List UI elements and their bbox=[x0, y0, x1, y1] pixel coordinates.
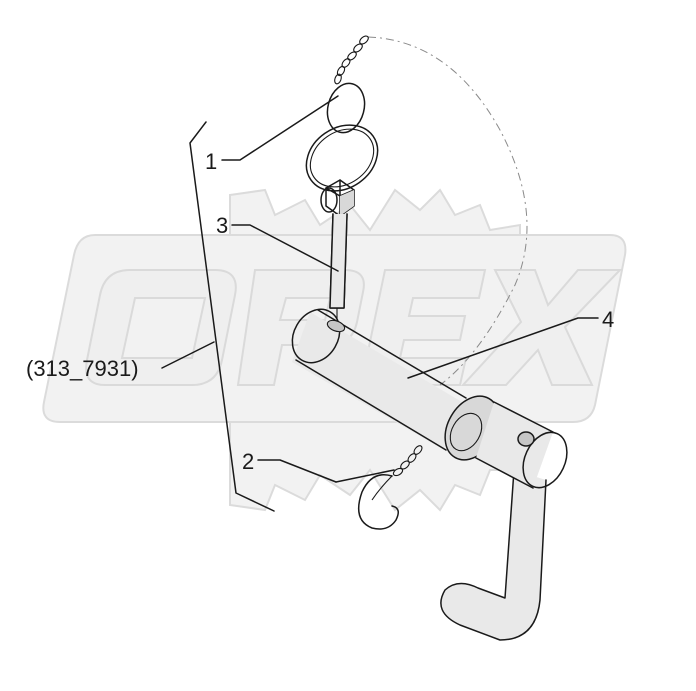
leader-lines bbox=[161, 95, 599, 483]
leader-line-ref bbox=[161, 341, 215, 369]
r-clip-icon bbox=[357, 445, 423, 530]
assembly-bracket bbox=[189, 121, 275, 512]
watermark-logo bbox=[42, 188, 627, 512]
callout-assembly-ref: (313_7931) bbox=[26, 356, 139, 381]
leader-line-4 bbox=[407, 317, 599, 379]
leader-line-1 bbox=[221, 95, 339, 161]
callout-1: 1 bbox=[205, 149, 217, 174]
hitch-pin-icon bbox=[291, 308, 568, 641]
lock-pin-icon bbox=[320, 179, 355, 320]
leader-line-2 bbox=[257, 459, 337, 483]
callout-3: 3 bbox=[216, 213, 228, 238]
split-ring-icon bbox=[305, 82, 379, 192]
leader-line-3 bbox=[231, 224, 339, 272]
callout-4: 4 bbox=[602, 307, 614, 332]
tether-phantom-line bbox=[367, 36, 528, 386]
chain-icon bbox=[334, 35, 369, 85]
leader-line-2b bbox=[335, 469, 395, 483]
callout-2: 2 bbox=[242, 449, 254, 474]
